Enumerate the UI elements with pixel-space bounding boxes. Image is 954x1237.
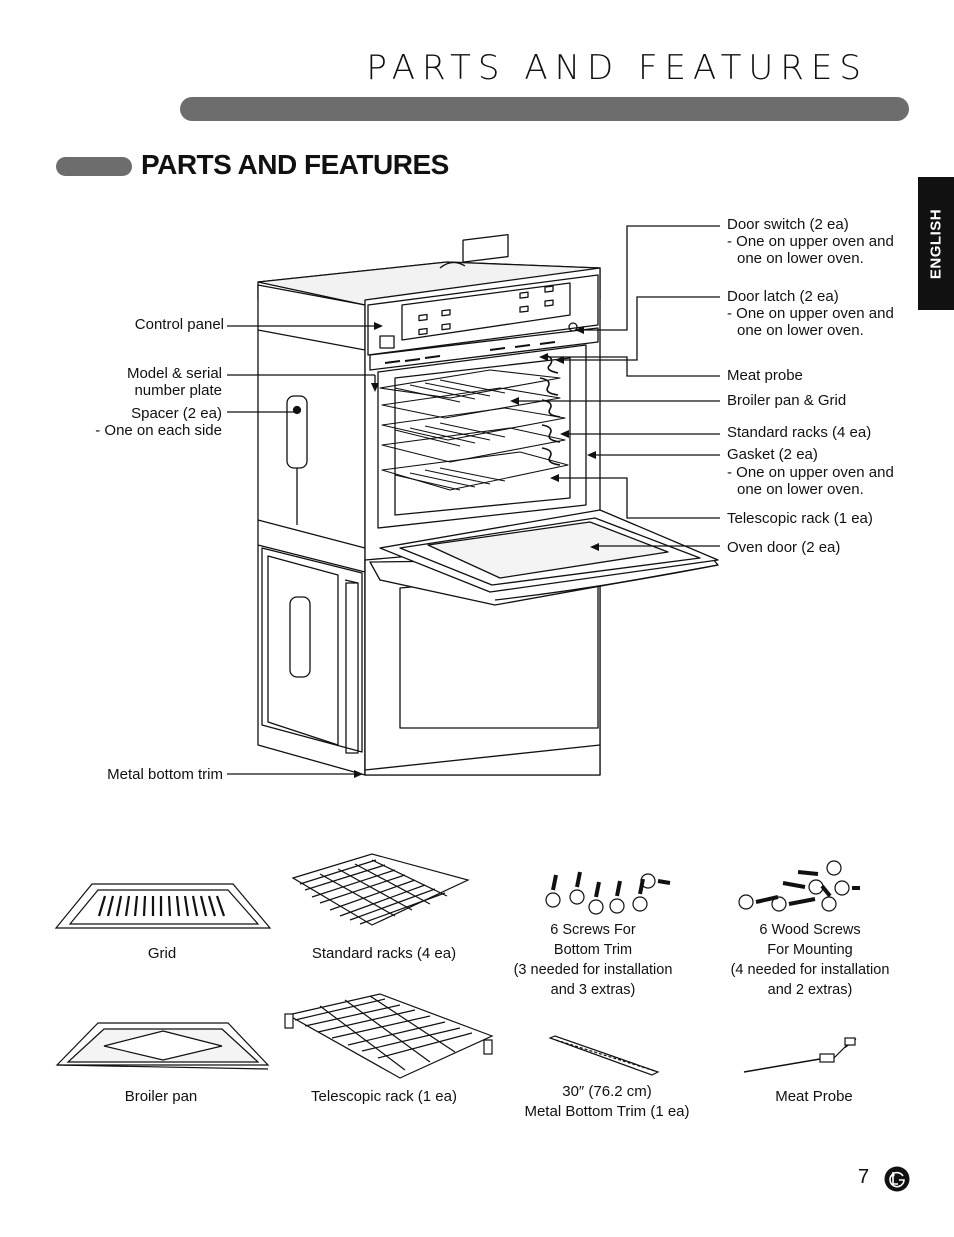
caption-screws-2: Bottom Trim [553,942,633,958]
caption-wood-screws-3: (4 needed for installation [730,962,890,978]
language-tab: ENGLISH [918,177,954,310]
label-spacer: Spacer (2 ea) [131,405,222,422]
caption-wood-screws-2: For Mounting [767,942,853,958]
label-model-serial-1: Model & serial [126,365,222,382]
label-broiler-pan-grid: Broiler pan & Grid [727,392,847,409]
caption-grid: Grid [147,945,177,962]
label-meat-probe: Meat probe [727,367,803,384]
label-telescopic-rack: Telescopic rack (1 ea) [727,510,873,527]
label-door-latch-note-1: - One on upper oven and [727,305,894,322]
caption-screws-3: (3 needed for installation [513,962,673,978]
label-control-panel: Control panel [134,316,224,333]
label-oven-door: Oven door (2 ea) [727,539,841,556]
label-gasket: Gasket (2 ea) [727,446,818,463]
caption-screws-4: and 3 extras) [550,982,636,998]
caption-wood-screws-4: and 2 extras) [767,982,853,998]
caption-standard-racks: Standard racks (4 ea) [311,945,457,962]
caption-meat-probe: Meat Probe [775,1088,853,1105]
label-metal-bottom-trim: Metal bottom trim [107,766,223,783]
lg-logo-icon [884,1166,910,1192]
caption-trim-size: 30″ (76.2 cm) [562,1083,652,1100]
label-door-switch-note-2: one on lower oven. [737,250,864,267]
page-number: 7 [858,1166,870,1188]
section-pill [56,157,132,176]
header-bar [180,97,909,121]
page-header-title: PARTS AND FEATURES [366,48,868,88]
caption-screws-1: 6 Screws For [550,922,636,938]
label-door-switch-note-1: - One on upper oven and [727,233,894,250]
caption-wood-screws-1: 6 Wood Screws [759,922,861,938]
section-title: PARTS AND FEATURES [141,149,449,180]
label-door-latch-note-2: one on lower oven. [737,322,864,339]
label-standard-racks: Standard racks (4 ea) [727,424,872,441]
label-door-latch: Door latch (2 ea) [727,288,839,305]
label-gasket-note-1: - One on upper oven and [727,464,894,481]
caption-broiler-pan: Broiler pan [124,1088,198,1105]
label-spacer-note: - One on each side [95,422,222,439]
label-door-switch: Door switch (2 ea) [727,216,849,233]
caption-trim-name: Metal Bottom Trim (1 ea) [524,1103,690,1120]
label-model-serial-2: number plate [134,382,222,399]
caption-telescopic-rack: Telescopic rack (1 ea) [311,1088,457,1105]
label-gasket-note-2: one on lower oven. [737,481,864,498]
